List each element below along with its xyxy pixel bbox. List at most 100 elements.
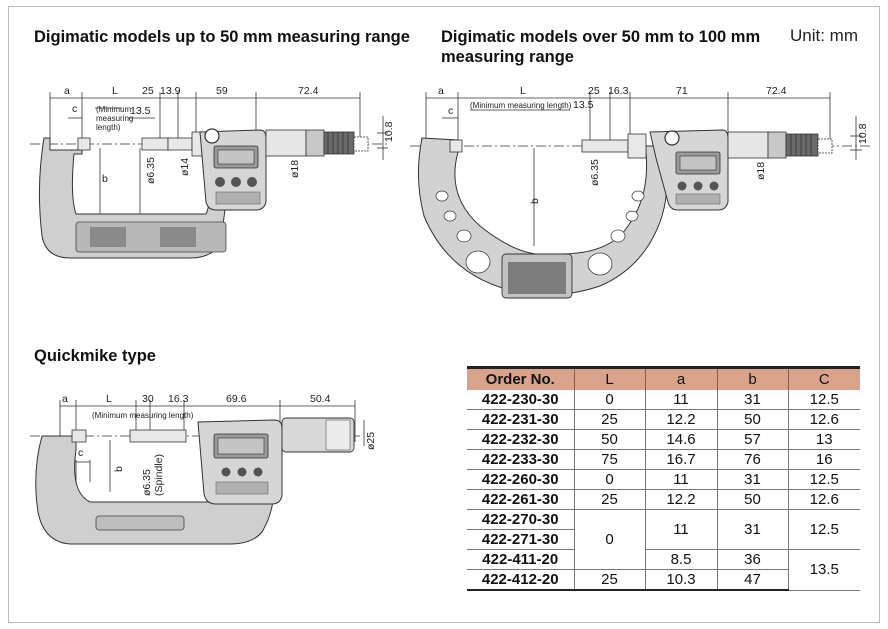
col-L: L (573, 366, 645, 390)
cell-a: 10.3 (644, 569, 717, 591)
cell-C: 12.6 (787, 409, 860, 430)
cell-L: 75 (573, 449, 645, 470)
dim-phi14: ø14 (179, 158, 191, 176)
col-a: a (644, 366, 717, 390)
dim-b-3: b (113, 466, 125, 472)
cell-order: 422-270-30 (467, 509, 574, 530)
cell-C-merged-2: 13.5 (787, 549, 860, 591)
cell-a-merged: 11 (644, 509, 717, 550)
dim-phi18: ø18 (289, 160, 301, 178)
dim-16-3-2: 16.3 (608, 86, 629, 97)
table-row: 422-231-30 25 12.2 50 12.6 (467, 409, 860, 430)
drawing-digimatic-50: a L 25 13.9 59 72.4 13.5 c (Minimum meas… (30, 86, 395, 259)
drawing-digimatic-100: a L 25 16.3 71 72.4 c (Minimum measuring… (410, 86, 870, 299)
title-digimatic-over-50: Digimatic models over 50 mm to 100 mm me… (441, 28, 761, 66)
dim-c-3: c (78, 447, 83, 459)
cell-a: 16.7 (644, 449, 717, 470)
dim-13-9: 13.9 (160, 86, 181, 97)
cell-b: 76 (716, 449, 788, 470)
dim-L: L (112, 86, 118, 97)
dim-c-2: c (448, 105, 453, 117)
cell-C: 12.5 (787, 390, 860, 410)
dim-72-4-2: 72.4 (766, 86, 787, 97)
table-row: 422-270-30 0 11 31 12.5 (467, 509, 860, 570)
cell-order: 422-260-30 (467, 469, 574, 490)
table-row: 422-232-30 50 14.6 57 13 (467, 429, 860, 450)
drawing-quickmike: a L 30 16.3 69.6 50.4 (Minimum measuring… (30, 393, 377, 545)
cell-a: 11 (644, 390, 717, 410)
note-line2: measuring (96, 114, 133, 123)
dim-phi25: ø25 (365, 432, 377, 450)
table-row: 422-260-30 0 11 31 12.5 (467, 469, 860, 490)
table-row: 422-411-20 8.5 36 13.5 (467, 549, 860, 591)
dim-59: 59 (216, 86, 228, 97)
dim-69-6: 69.6 (226, 393, 247, 405)
dim-13-5-2: 13.5 (573, 99, 594, 111)
cell-C-merged: 12.5 (787, 509, 860, 550)
cell-L: 25 (573, 409, 645, 430)
cell-a: 12.2 (644, 409, 717, 430)
cell-b-merged: 31 (716, 509, 788, 550)
table-header: Order No. L a b C (467, 366, 860, 390)
table-row: 422-412-20 25 10.3 47 (467, 569, 860, 591)
table-row: 422-230-30 0 11 31 12.5 (467, 390, 860, 410)
dim-L-3: L (106, 393, 112, 405)
cell-b: 47 (716, 569, 788, 591)
cell-order: 422-411-20 (467, 549, 574, 570)
dim-a-2: a (438, 86, 444, 97)
cell-C: 13 (787, 429, 860, 450)
cell-b: 31 (716, 469, 788, 490)
cell-b: 57 (716, 429, 788, 450)
cell-L: 25 (573, 569, 645, 591)
dim-50-4: 50.4 (310, 393, 331, 405)
dim-10-8-2: 10.8 (857, 123, 869, 144)
cell-b: 50 (716, 409, 788, 430)
dim-spindle: (Spindle) (153, 454, 165, 496)
cell-L-merged: 0 (573, 509, 645, 570)
dim-phi6-35-3: ø6.35 (141, 469, 153, 496)
col-order-no: Order No. (467, 366, 574, 390)
note-min-length-3: (Minimum measuring length) (92, 411, 194, 420)
cell-a: 8.5 (644, 549, 717, 570)
title-quickmike: Quickmike type (34, 347, 156, 365)
cell-C: 12.5 (787, 469, 860, 490)
note-min-length-2: (Minimum measuring length) (470, 101, 572, 110)
col-b: b (716, 366, 788, 390)
cell-order: 422-230-30 (467, 390, 574, 410)
cell-a: 14.6 (644, 429, 717, 450)
dim-a: a (64, 86, 70, 97)
cell-b: 50 (716, 489, 788, 510)
dim-25-2: 25 (588, 86, 600, 97)
cell-order: 422-412-20 (467, 569, 574, 591)
cell-order: 422-233-30 (467, 449, 574, 470)
dim-phi6-35-2: ø6.35 (589, 159, 601, 186)
dim-phi6-35: ø6.35 (145, 157, 157, 184)
cell-order: 422-232-30 (467, 429, 574, 450)
dim-b: b (102, 173, 108, 185)
dim-16-3-3: 16.3 (168, 393, 189, 405)
page-frame (8, 6, 880, 623)
dim-71: 71 (676, 86, 688, 97)
dim-13-5: 13.5 (130, 105, 151, 117)
table-row: 422-271-30 (467, 529, 860, 550)
cell-b: 31 (716, 390, 788, 410)
cell-C: 12.6 (787, 489, 860, 510)
dim-25: 25 (142, 86, 154, 97)
dim-b-2: b (529, 198, 541, 204)
note-line3: length) (96, 123, 121, 132)
cell-L: 50 (573, 429, 645, 450)
dim-c: c (72, 103, 77, 115)
cell-b: 36 (716, 549, 788, 570)
table-row: 422-233-30 75 16.7 76 16 (467, 449, 860, 470)
table-row: 422-261-30 25 12.2 50 12.6 (467, 489, 860, 510)
cell-a: 12.2 (644, 489, 717, 510)
cell-a: 11 (644, 469, 717, 490)
cell-L: 0 (573, 469, 645, 490)
dim-10-8: 10.8 (383, 121, 395, 142)
dim-phi18-2: ø18 (755, 162, 767, 180)
cell-order: 422-261-30 (467, 489, 574, 510)
note-line1: (Minimum (96, 105, 131, 114)
title-digimatic-up-to-50: Digimatic models up to 50 mm measuring r… (34, 28, 410, 46)
dim-30: 30 (142, 393, 154, 405)
cell-order: 422-271-30 (467, 529, 574, 550)
